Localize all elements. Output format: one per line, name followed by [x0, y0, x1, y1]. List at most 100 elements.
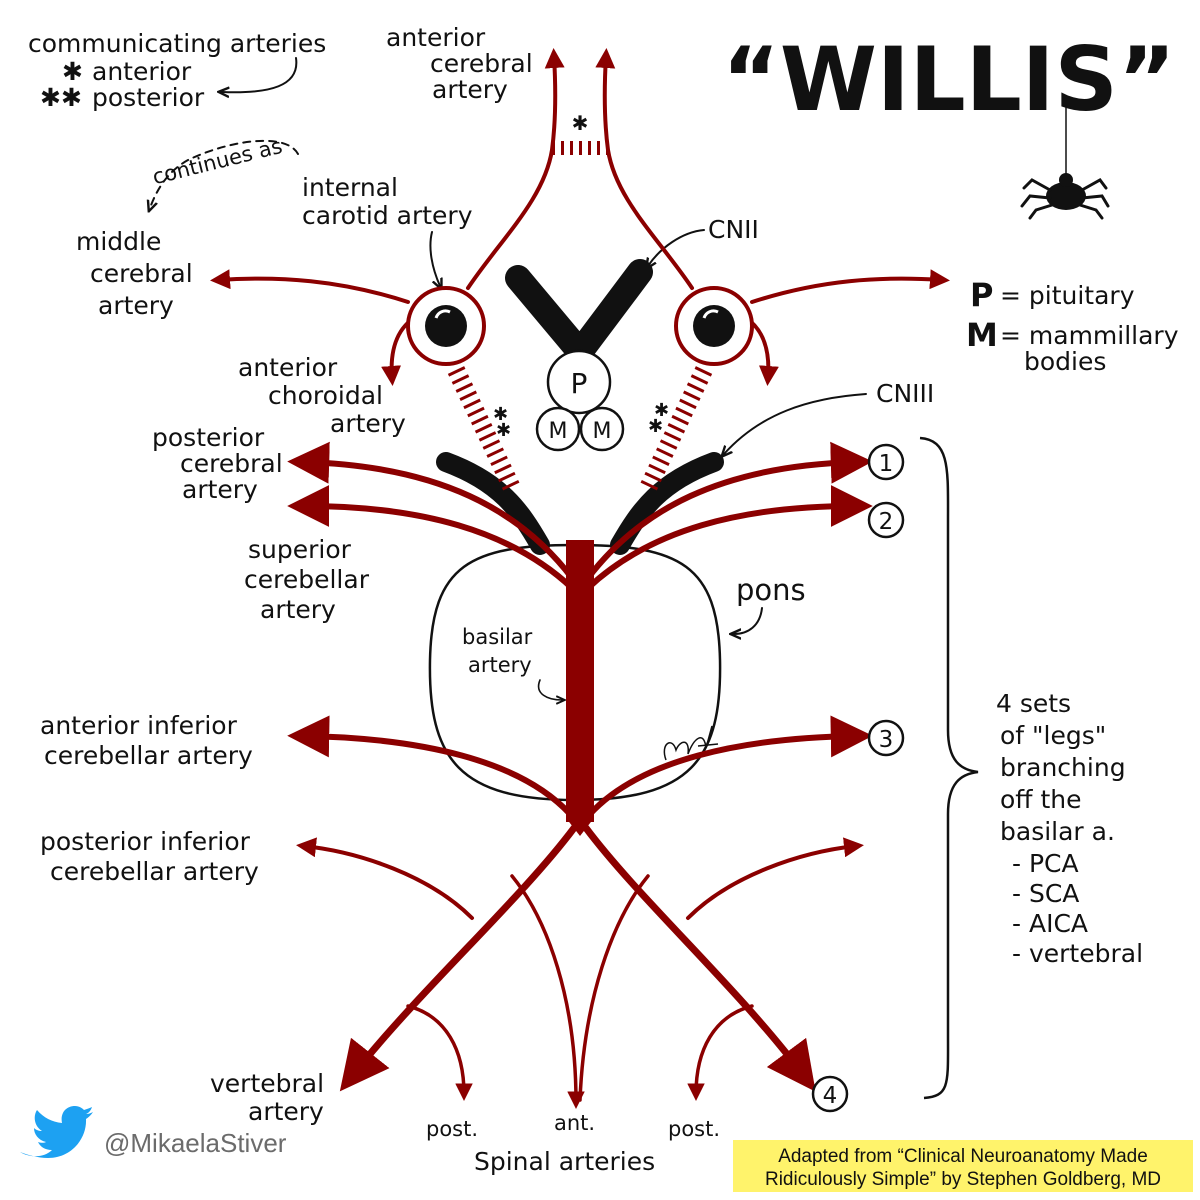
twitter-handle: @MikaelaStiver: [104, 1128, 287, 1158]
posterior-spinal-left: [406, 1004, 473, 1101]
posterior-communicating-left: ✱ ✱: [447, 366, 521, 492]
svg-text:off the: off the: [1000, 785, 1082, 814]
leg-number-3: 3: [867, 719, 905, 757]
sca-label: superior cerebellar artery: [244, 535, 370, 624]
spinal-label: Spinal arteries: [474, 1147, 655, 1176]
svg-text:✱: ✱: [654, 400, 669, 421]
post-right-label: post.: [668, 1117, 720, 1141]
mca-right: [750, 269, 950, 304]
legs-summary: 4 sets of "legs" branching off the basil…: [996, 689, 1143, 968]
asterisk-single-icon: ✱: [62, 57, 83, 86]
cn2-label: CNII: [708, 215, 759, 244]
anterior-spinal-artery: [510, 874, 585, 1109]
svg-text:M: M: [549, 419, 568, 444]
cn2-arrow: [648, 229, 705, 266]
credit-box: Adapted from “Clinical Neuroanatomy Made…: [733, 1140, 1193, 1192]
artist-signature: [663, 725, 719, 761]
svg-text:✱: ✱: [648, 416, 663, 437]
svg-text:basilar: basilar: [462, 625, 533, 649]
svg-text:✱: ✱: [496, 420, 511, 441]
legs-brace: [919, 436, 979, 1100]
svg-text:2: 2: [879, 509, 894, 535]
svg-text:basilar a.: basilar a.: [1000, 817, 1115, 846]
pm-legend: P = pituitary M = mammillary bodies: [966, 276, 1179, 376]
svg-text:= mammillary: = mammillary: [1000, 321, 1179, 350]
sca-right: [585, 485, 873, 591]
pons-arrow: [734, 607, 763, 634]
mca-label: middle cerebral artery: [76, 227, 193, 320]
svg-text:3: 3: [879, 727, 894, 753]
svg-text:artery: artery: [432, 75, 508, 104]
cn3-label: CNIII: [876, 379, 934, 408]
svg-text:= pituitary: = pituitary: [1000, 281, 1135, 310]
svg-text:posterior inferior: posterior inferior: [40, 827, 251, 856]
svg-text:cerebellar: cerebellar: [244, 565, 370, 594]
svg-text:artery: artery: [330, 409, 406, 438]
ica-left: [406, 286, 486, 366]
svg-text:M: M: [593, 419, 612, 444]
aica-left: [287, 715, 573, 817]
posterior-spinal-right: [687, 1004, 754, 1101]
pca-right: [585, 441, 873, 581]
aca-left: [466, 48, 565, 290]
communicating-heading: communicating arteries: [28, 29, 326, 58]
svg-text:4: 4: [823, 1083, 838, 1109]
legend-anterior: anterior: [92, 57, 192, 86]
svg-text:- AICA: - AICA: [1012, 909, 1088, 938]
pica-right: [686, 837, 864, 920]
svg-text:4 sets: 4 sets: [996, 689, 1071, 718]
leg-number-1: 1: [867, 443, 905, 481]
leg-number-4: 4: [811, 1075, 849, 1113]
svg-text:cerebral: cerebral: [180, 449, 283, 478]
pca-left: [287, 441, 575, 581]
svg-text:cerebral: cerebral: [90, 259, 193, 288]
svg-text:artery: artery: [98, 291, 174, 320]
twitter-bird-icon: [20, 1106, 93, 1158]
optic-chiasm: [505, 259, 653, 373]
basilar-artery: [566, 540, 594, 822]
ica-right: [674, 286, 754, 366]
svg-text:bodies: bodies: [1024, 347, 1106, 376]
svg-text:- PCA: - PCA: [1012, 849, 1079, 878]
svg-text:P: P: [571, 367, 588, 400]
svg-text:cerebellar artery: cerebellar artery: [50, 857, 259, 886]
svg-text:cerebral: cerebral: [430, 49, 533, 78]
aica-right: [587, 715, 873, 817]
pica-label: posterior inferior cerebellar artery: [40, 827, 259, 886]
svg-text:✱: ✱: [493, 404, 508, 425]
svg-text:anterior: anterior: [238, 353, 338, 382]
svg-text:of "legs": of "legs": [1000, 721, 1106, 750]
svg-text:artery: artery: [468, 653, 532, 677]
mammillary-right: M: [579, 406, 625, 452]
svg-text:Ridiculously Simple” by Stephe: Ridiculously Simple” by Stephen Goldberg…: [765, 1169, 1161, 1190]
pica-left: [296, 837, 474, 920]
vertebral-label: vertebral artery: [210, 1069, 324, 1126]
pca-label: posterior cerebral artery: [152, 423, 283, 504]
spider-icon: [1020, 105, 1110, 220]
svg-text:P: P: [970, 276, 993, 314]
asterisk-double-icon: ✱✱: [40, 83, 82, 112]
svg-text:- vertebral: - vertebral: [1012, 939, 1143, 968]
sca-left: [287, 485, 575, 591]
svg-text:posterior: posterior: [152, 423, 265, 452]
svg-text:Adapted from “Clinical Neuroan: Adapted from “Clinical Neuroanatomy Made: [778, 1146, 1148, 1167]
cn3-arrow: [724, 393, 867, 454]
ica-label: internal carotid artery: [302, 173, 473, 286]
pons-label: pons: [736, 573, 806, 607]
svg-text:artery: artery: [182, 475, 258, 504]
svg-text:anterior inferior: anterior inferior: [40, 711, 238, 740]
svg-text:1: 1: [879, 451, 894, 477]
mammillary-left: M: [535, 406, 581, 452]
legend-arrow: [222, 57, 298, 92]
svg-text:internal: internal: [302, 173, 398, 202]
svg-text:cerebellar artery: cerebellar artery: [44, 741, 253, 770]
continues-as-arrow: [150, 139, 299, 208]
svg-text:M: M: [966, 316, 998, 354]
vertebral-left: [339, 824, 578, 1092]
svg-text:choroidal: choroidal: [268, 381, 383, 410]
svg-text:anterior: anterior: [386, 23, 486, 52]
post-left-label: post.: [426, 1117, 478, 1141]
svg-text:artery: artery: [248, 1097, 324, 1126]
page-title: “WILLIS”: [722, 28, 1176, 131]
